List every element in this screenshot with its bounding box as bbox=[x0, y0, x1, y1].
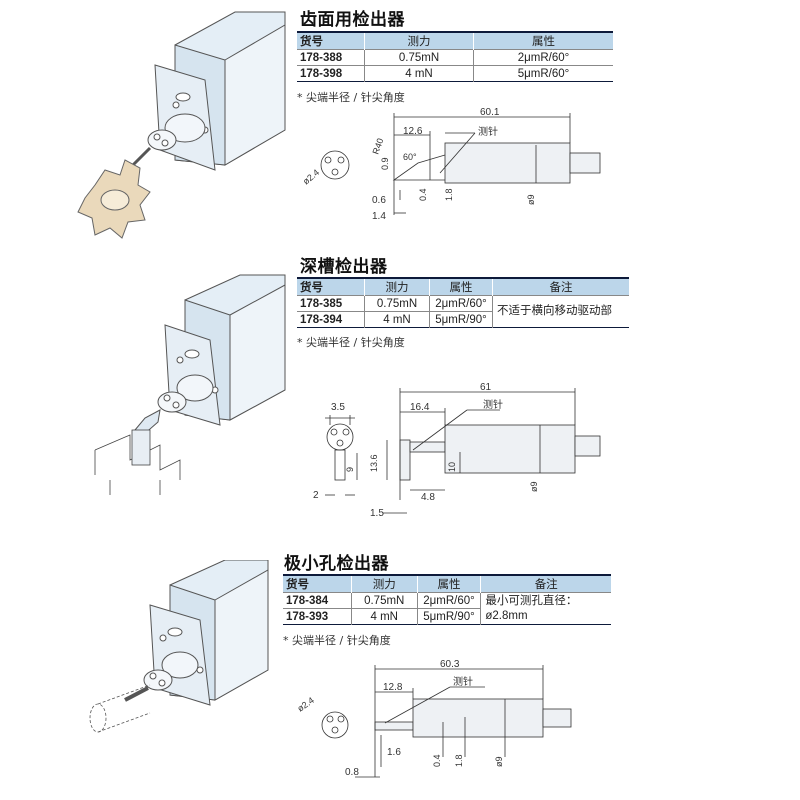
header-note: 备注 bbox=[480, 575, 611, 593]
dim-tip-diameter: ø2.4 bbox=[295, 695, 315, 714]
dim-h1: 0.4 bbox=[432, 754, 442, 767]
header-force: 测力 bbox=[364, 32, 474, 50]
dim-length: 60.1 bbox=[480, 107, 500, 118]
cell-part: 178-398 bbox=[297, 65, 365, 82]
section-micro-hole-detector: 极小孔检出器 货号 测力 属性 备注 178-384 0.75mN 2μmR/6… bbox=[0, 545, 800, 800]
cell-note: 最小可测孔直径：ø2.8mm bbox=[480, 592, 611, 625]
dim-stylus: 测针 bbox=[453, 675, 473, 688]
dim-offset: 12.6 bbox=[403, 126, 423, 137]
section-deep-groove-detector: 深槽检出器 货号 测力 属性 备注 178-385 0.75mN 2μmR/60… bbox=[0, 250, 800, 530]
dim-body-height: 10 bbox=[447, 462, 457, 472]
cell-part: 178-384 bbox=[283, 592, 352, 609]
cell-part: 178-393 bbox=[283, 608, 352, 625]
dim-angle: 60° bbox=[403, 152, 417, 162]
cell-note: 不适于横向移动驱动部 bbox=[492, 295, 629, 328]
table-header-row: 货号 测力 属性 备注 bbox=[283, 575, 611, 593]
deep-groove-illustration bbox=[94, 274, 286, 495]
gear-detector-illustration bbox=[77, 11, 286, 239]
cell-attr: 5μmR/90° bbox=[416, 608, 481, 625]
cell-part: 178-394 bbox=[297, 311, 365, 328]
cell-attr: 5μmR/60° bbox=[473, 65, 613, 82]
header-attr: 属性 bbox=[429, 278, 493, 296]
cell-force: 0.75mN bbox=[350, 592, 418, 609]
cell-force: 0.75mN bbox=[364, 295, 430, 312]
dim-bottom-width: 1.5 bbox=[370, 508, 384, 519]
dim-left-width: 2 bbox=[313, 490, 319, 501]
table-row: 178-394 4 mN 5μmR/90° bbox=[297, 311, 629, 328]
dim-offset: 16.4 bbox=[410, 402, 430, 413]
cell-force: 0.75mN bbox=[364, 49, 474, 66]
header-part: 货号 bbox=[283, 575, 352, 593]
header-note: 备注 bbox=[492, 278, 629, 296]
dim-length: 61 bbox=[480, 382, 492, 393]
table-row: 178-384 0.75mN 2μmR/60° 最小可测孔直径：ø2.8mm bbox=[283, 592, 611, 625]
footnote: * 尖端半径 / 针尖角度 bbox=[297, 91, 405, 104]
cell-part: 178-385 bbox=[297, 295, 365, 312]
dim-stylus: 测针 bbox=[483, 398, 503, 411]
dim-tip-diameter: ø2.4 bbox=[301, 167, 321, 186]
header-part: 货号 bbox=[297, 32, 365, 50]
dim-length: 60.3 bbox=[440, 659, 460, 670]
dim-h2: 1.8 bbox=[454, 754, 464, 767]
table-header-row: 货号 测力 属性 备注 bbox=[297, 278, 629, 296]
dim-radius: R40 bbox=[370, 137, 385, 156]
section-gear-detector: 齿面用检出器 货号 测力 属性 178-388 0.75mN 2μmR/60° … bbox=[0, 0, 800, 260]
header-attr: 属性 bbox=[416, 575, 481, 593]
cell-force: 4 mN bbox=[364, 65, 474, 82]
section-title: 深槽检出器 bbox=[300, 257, 388, 277]
dim-stylus: 测针 bbox=[478, 125, 498, 138]
dim-h1: 0.9 bbox=[380, 157, 390, 170]
cell-force: 4 mN bbox=[364, 311, 430, 328]
cell-attr: 5μmR/90° bbox=[429, 311, 493, 328]
dim-total-height: 13.6 bbox=[369, 454, 379, 472]
spec-table: 货号 测力 属性 备注 178-384 0.75mN 2μmR/60° 最小可测… bbox=[283, 574, 611, 625]
dim-top-width: 3.5 bbox=[331, 402, 345, 413]
spec-table: 货号 测力 属性 备注 178-385 0.75mN 2μmR/60° 不适于横… bbox=[297, 277, 629, 328]
table-row: 178-385 0.75mN 2μmR/60° 不适于横向移动驱动部 bbox=[297, 295, 629, 328]
dim-body-diameter: ø9 bbox=[494, 756, 504, 767]
header-force: 测力 bbox=[350, 575, 418, 593]
cell-attr: 2μmR/60° bbox=[429, 295, 493, 312]
header-attr: 属性 bbox=[473, 32, 613, 50]
dimension-drawing: 60.3 12.8 测针 ø2.4 1.6 0.8 0.4 1.8 ø9 bbox=[295, 659, 572, 778]
section-title: 极小孔检出器 bbox=[284, 554, 389, 574]
dim-w1: 1.6 bbox=[387, 747, 401, 758]
spec-table: 货号 测力 属性 178-388 0.75mN 2μmR/60° 178-398… bbox=[297, 31, 613, 82]
cell-part: 178-388 bbox=[297, 49, 365, 66]
dim-body-diameter: ø9 bbox=[529, 481, 539, 492]
table-row: 178-388 0.75mN 2μmR/60° bbox=[297, 49, 613, 66]
footnote: * 尖端半径 / 针尖角度 bbox=[283, 634, 391, 647]
dim-small-height: 9 bbox=[345, 467, 355, 472]
section-title: 齿面用检出器 bbox=[300, 10, 405, 30]
cell-force: 4 mN bbox=[350, 608, 418, 625]
dim-w1: 0.6 bbox=[372, 195, 386, 206]
table-row: 178-393 4 mN 5μmR/90° bbox=[283, 608, 611, 625]
dim-offset: 12.8 bbox=[383, 682, 403, 693]
dim-w2: 0.8 bbox=[345, 767, 359, 778]
cell-attr: 2μmR/60° bbox=[416, 592, 481, 609]
dim-body-diameter: ø9 bbox=[526, 194, 536, 205]
footnote: * 尖端半径 / 针尖角度 bbox=[297, 336, 405, 349]
header-force: 测力 bbox=[364, 278, 430, 296]
table-header-row: 货号 测力 属性 bbox=[297, 32, 613, 50]
dimension-drawing: 60.1 12.6 测针 R40 60° 0.9 ø2.4 0.6 1.4 0.… bbox=[301, 107, 601, 222]
cell-attr: 2μmR/60° bbox=[473, 49, 613, 66]
dim-h3: 1.8 bbox=[444, 188, 454, 201]
dim-h2: 0.4 bbox=[418, 188, 428, 201]
dim-mid-width: 4.8 bbox=[421, 492, 435, 503]
dim-w2: 1.4 bbox=[372, 211, 386, 222]
table-row: 178-398 4 mN 5μmR/60° bbox=[297, 65, 613, 82]
micro-hole-illustration bbox=[89, 560, 269, 733]
dimension-drawing: 61 16.4 测针 3.5 13.6 9 10 ø9 2 1.5 4.8 bbox=[313, 382, 601, 519]
header-part: 货号 bbox=[297, 278, 365, 296]
